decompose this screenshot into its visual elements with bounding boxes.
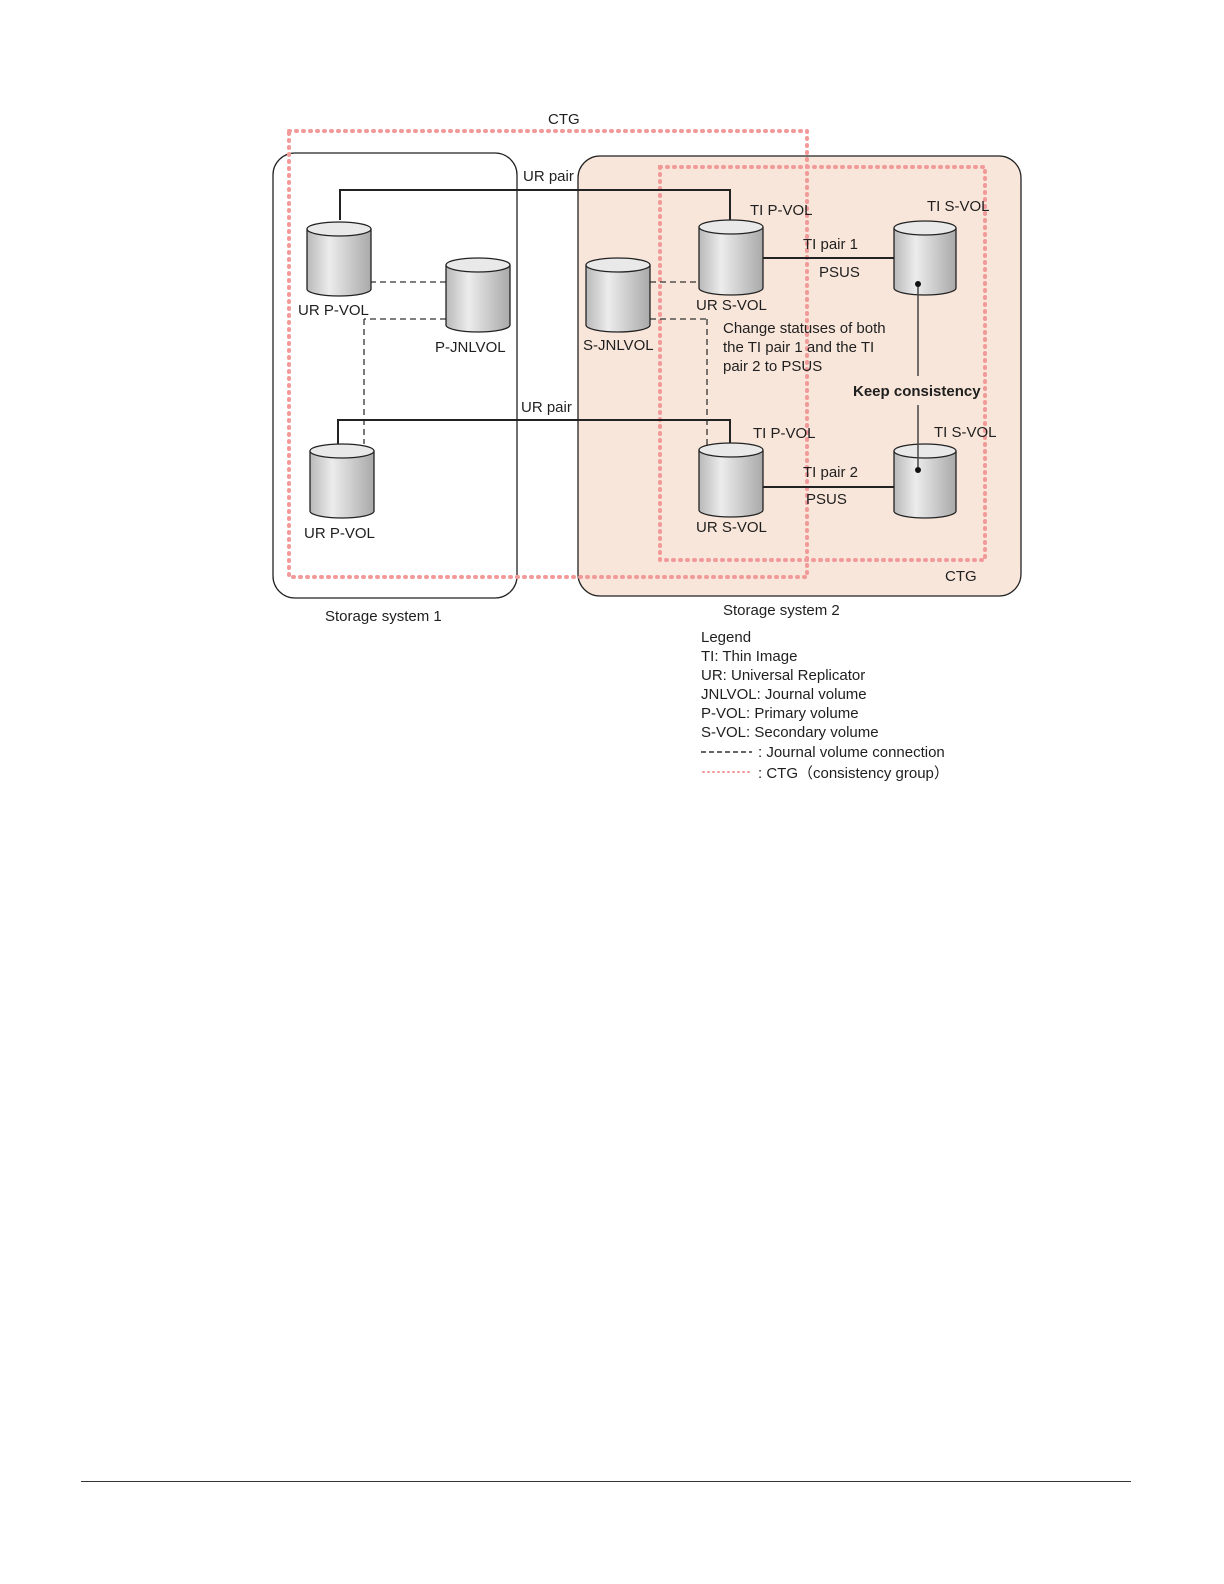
ur-pvol-top-label: UR P-VOL xyxy=(298,302,369,319)
ti-pair-2-label: TI pair 2 xyxy=(803,464,858,481)
storage-system-1-label: Storage system 1 xyxy=(325,608,442,625)
s-jnlvol-icon xyxy=(585,257,651,333)
change-status-note-line-3: pair 2 to PSUS xyxy=(723,358,822,375)
ti-pvol-bottom-label: TI P-VOL xyxy=(753,425,816,442)
legend-ctg: : CTG（consistency group） xyxy=(758,765,949,782)
ur-svol-top-label: UR S-VOL xyxy=(696,297,767,314)
legend-item: JNLVOL: Journal volume xyxy=(701,686,867,703)
keep-consistency-label: Keep consistency xyxy=(853,383,981,400)
footer-rule xyxy=(81,1481,1131,1482)
ti-svol-bottom-label: TI S-VOL xyxy=(934,424,997,441)
change-status-note-line-1: Change statuses of both xyxy=(723,320,886,337)
legend-item: TI: Thin Image xyxy=(701,648,797,665)
legend: Legend TI: Thin Image UR: Universal Repl… xyxy=(701,629,949,782)
ctg-inner-boundary xyxy=(658,165,987,562)
ur-pvol-bottom-icon xyxy=(309,443,375,519)
ti-svol-top-icon xyxy=(893,220,957,296)
legend-item: S-VOL: Secondary volume xyxy=(701,724,879,741)
psus-bottom-label: PSUS xyxy=(806,491,847,508)
storage-system-2-box xyxy=(577,155,1022,597)
storage-system-1-box xyxy=(272,152,518,599)
consistency-connector xyxy=(915,281,921,473)
journal-connections xyxy=(363,281,708,446)
ur-svol-top-icon xyxy=(698,219,764,296)
p-jnlvol-label: P-JNLVOL xyxy=(435,339,506,356)
ctg-outer-label: CTG xyxy=(548,111,580,128)
ur-svol-bottom-icon xyxy=(698,442,764,518)
ti-svol-bottom-icon xyxy=(893,443,957,519)
change-status-note-line-2: the TI pair 1 and the TI xyxy=(723,339,874,356)
storage-system-2-label: Storage system 2 xyxy=(723,602,840,619)
ctg-inner-label: CTG xyxy=(945,568,977,585)
ur-pair-top-label: UR pair xyxy=(523,168,574,185)
legend-item: UR: Universal Replicator xyxy=(701,667,865,684)
legend-journal-connection: : Journal volume connection xyxy=(758,744,945,761)
ti-pvol-top-label: TI P-VOL xyxy=(750,202,813,219)
legend-item: P-VOL: Primary volume xyxy=(701,705,859,722)
ur-pair-top-line xyxy=(339,189,731,222)
legend-title: Legend xyxy=(701,629,751,646)
ur-svol-bottom-label: UR S-VOL xyxy=(696,519,767,536)
ctg-outer-boundary xyxy=(287,129,809,579)
ur-pvol-top-icon xyxy=(306,221,372,297)
psus-top-label: PSUS xyxy=(819,264,860,281)
p-jnlvol-icon xyxy=(445,257,511,333)
ur-pvol-bottom-label: UR P-VOL xyxy=(304,525,375,542)
ur-pair-bottom-line xyxy=(337,419,731,446)
s-jnlvol-label: S-JNLVOL xyxy=(583,337,654,354)
ur-pair-bottom-label: UR pair xyxy=(521,399,572,416)
ti-pair-1-label: TI pair 1 xyxy=(803,236,858,253)
ti-svol-top-label: TI S-VOL xyxy=(927,198,990,215)
